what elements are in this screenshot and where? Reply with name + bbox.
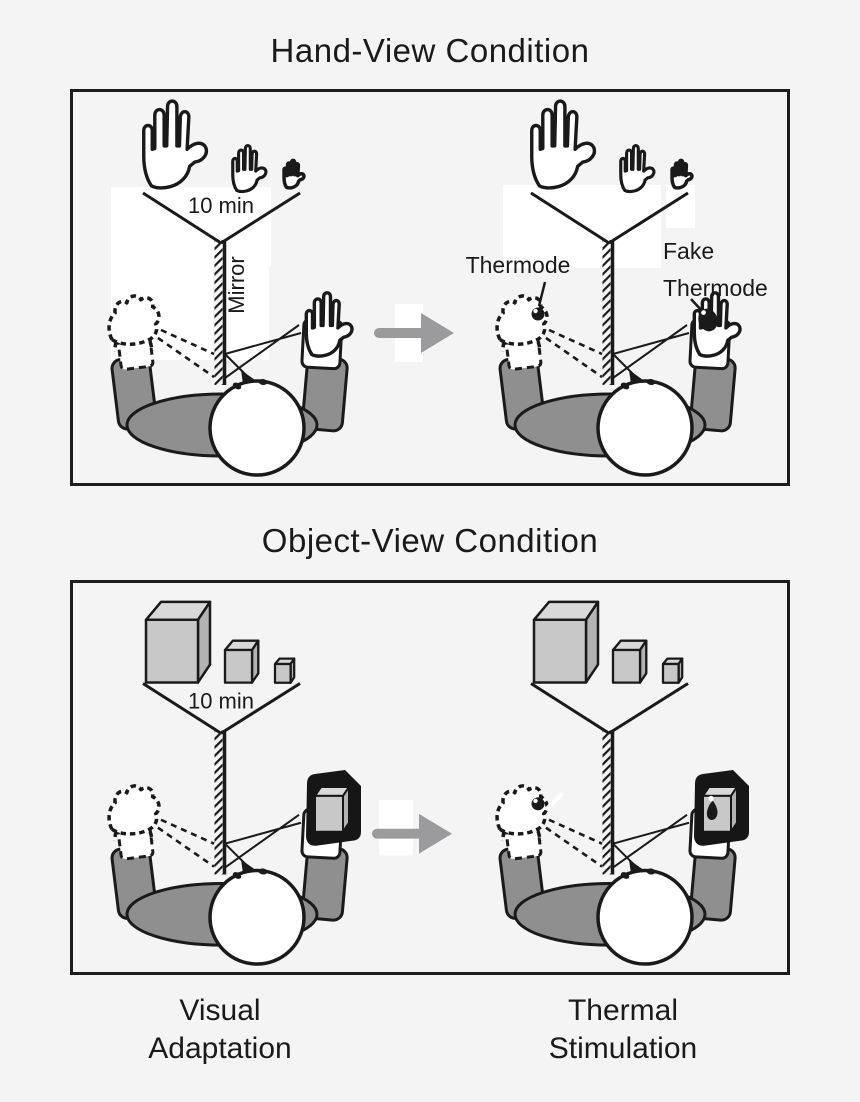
fake-thermode-drop [706,795,718,820]
hand-view-panel: 10 min Mirror [70,89,790,486]
duration-label: 10 min [188,688,254,713]
thermode-label: Thermode [466,252,571,278]
visual-adaptation-label: Visual Adaptation [148,994,292,1065]
duration-label: 10 min [188,193,254,218]
object-view-stimulation-scene [497,602,750,964]
visible-hand [304,291,354,358]
object-view-adaptation-scene: 10 min [109,602,362,964]
hand-view-stimulation-scene: Thermode Fake Thermode [466,101,768,475]
hand-view-condition-title: Hand-View Condition [270,32,590,69]
fake-thermode-dot [698,308,718,332]
thermode-dot [531,307,545,321]
hand-view-adaptation-scene: 10 min Mirror [109,101,354,475]
object-view-condition-title: Object-View Condition [261,522,599,559]
fake-thermode-label-line2: Thermode [663,275,768,301]
fake-thermode-label-line1: Fake [663,238,714,264]
thermal-stimulation-label: Thermal Stimulation [548,994,698,1065]
thermode-dot [531,792,564,811]
mirror-label: Mirror [224,256,249,313]
object-view-panel: 10 min [70,580,790,975]
